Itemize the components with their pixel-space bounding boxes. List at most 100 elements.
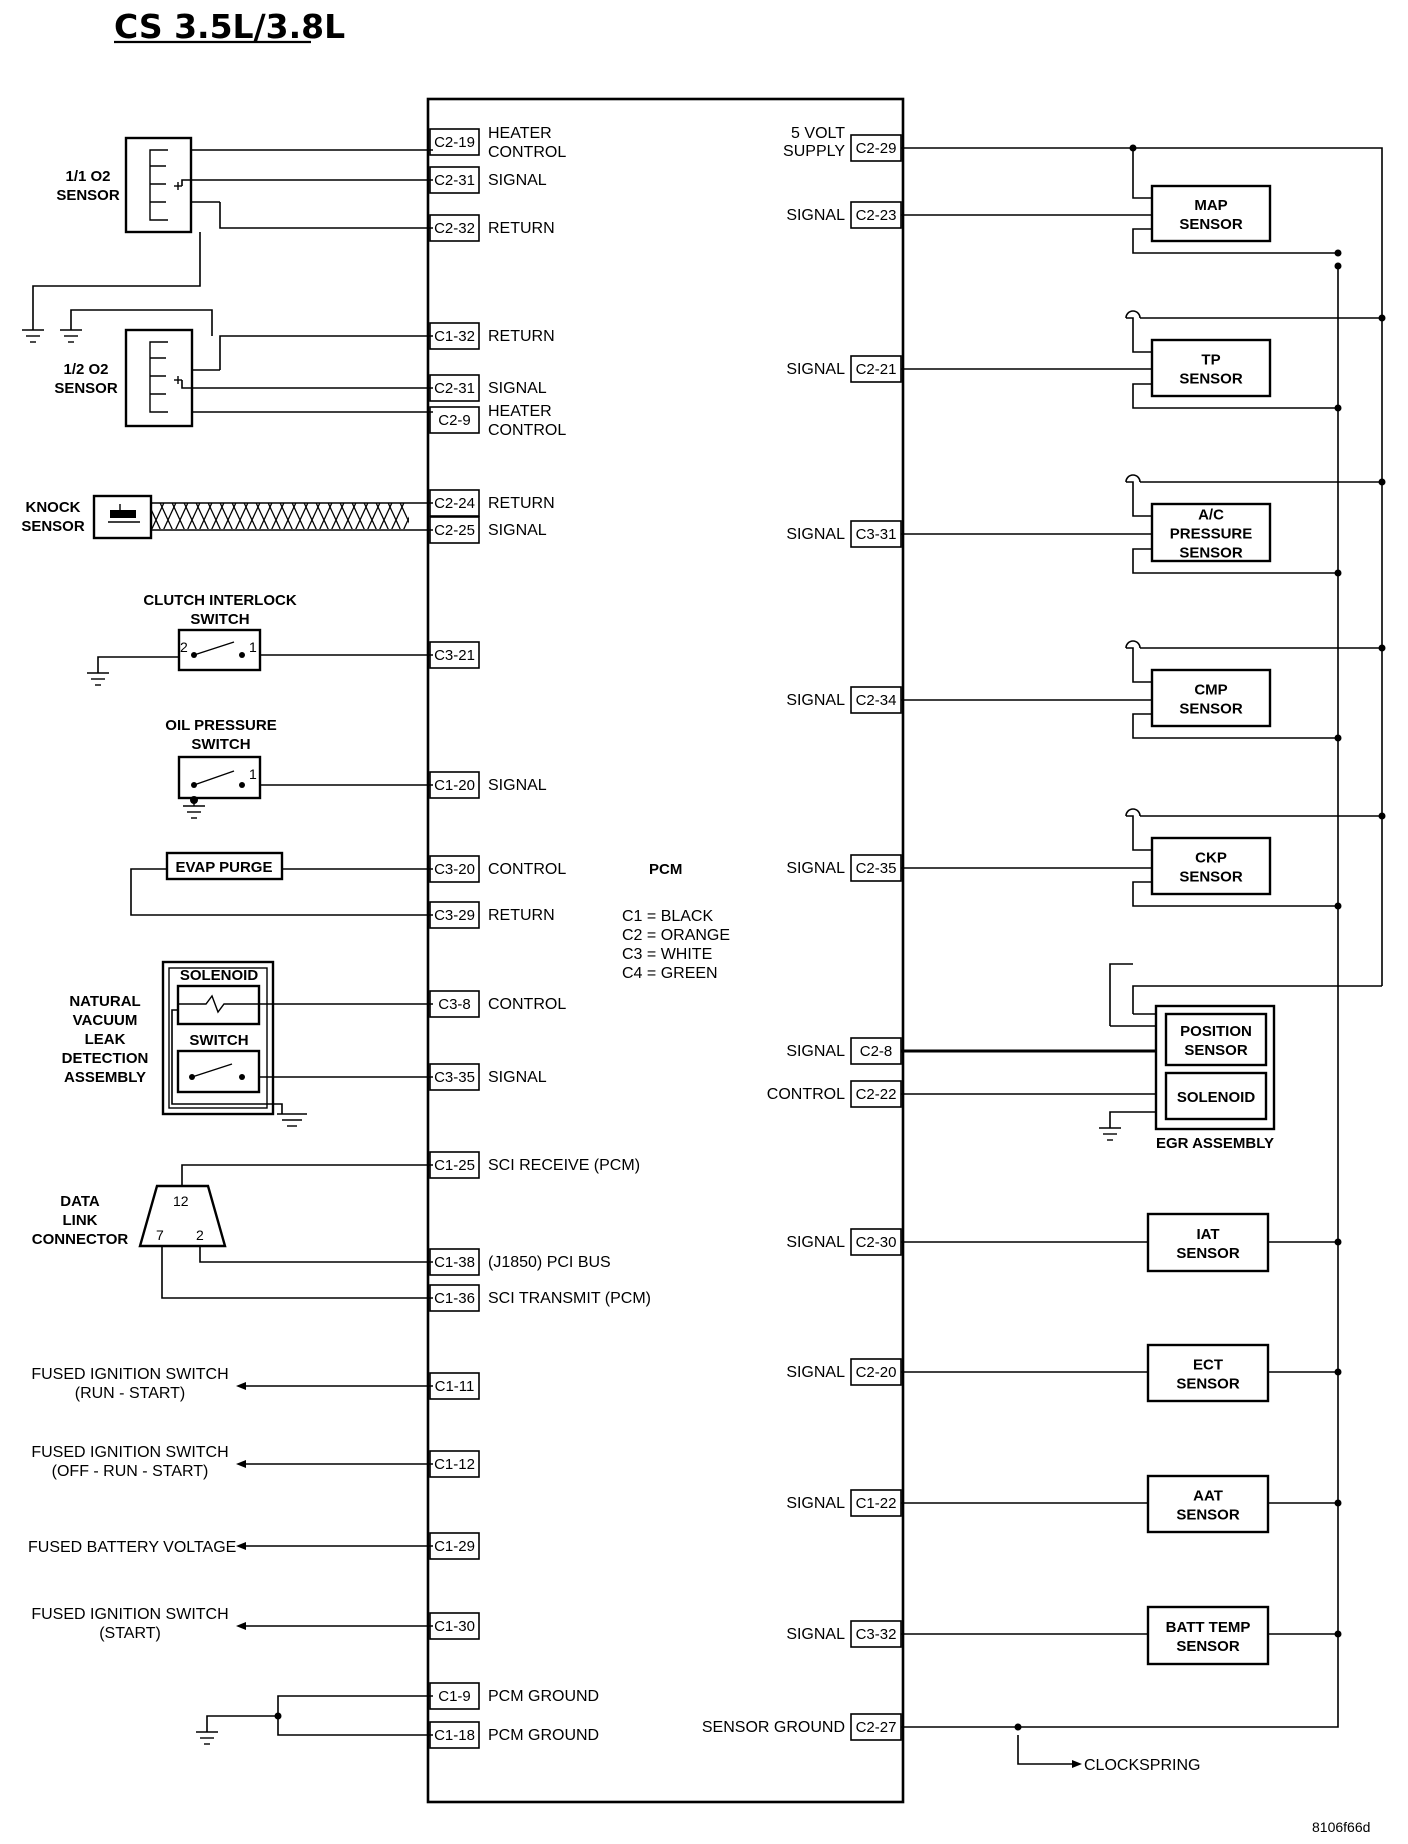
wire bbox=[1132, 985, 1382, 1014]
pcm-pin-box bbox=[850, 1358, 902, 1386]
sensor-label: SENSOR bbox=[1179, 545, 1243, 562]
egr-position-label: POSITION bbox=[1180, 1023, 1252, 1040]
pcm-pin-label: PCM GROUND bbox=[488, 1688, 599, 1705]
pcm-pin-box bbox=[429, 406, 480, 434]
splice-dot bbox=[1378, 314, 1386, 322]
pcm-pin-label: SIGNAL bbox=[488, 172, 547, 189]
dlc-pin-label: 7 bbox=[156, 1227, 164, 1243]
sensor-label: SENSOR bbox=[1176, 1638, 1240, 1655]
svg-text:FUSED IGNITION SWITCH: FUSED IGNITION SWITCH bbox=[31, 1444, 228, 1461]
pcm-pin-id: C3-31 bbox=[856, 526, 897, 543]
arrow-right-icon bbox=[236, 1622, 246, 1630]
wire bbox=[1109, 963, 1133, 1026]
egr-position-sensor-box bbox=[1164, 1012, 1268, 1067]
pcm-pin-id: C1-20 bbox=[434, 777, 475, 794]
splice-dot bbox=[1334, 249, 1342, 257]
pcm-pin-box bbox=[429, 641, 480, 669]
svg-text:(OFF - RUN - START): (OFF - RUN - START) bbox=[52, 1463, 209, 1480]
sensor-label: MAP bbox=[1194, 197, 1227, 214]
sensor-box bbox=[1146, 1212, 1270, 1273]
heater-element-icon bbox=[149, 149, 168, 221]
wire bbox=[1132, 383, 1338, 409]
pcm-pin-id: C2-27 bbox=[856, 1719, 897, 1736]
svg-text:FUSED IGNITION SWITCH: FUSED IGNITION SWITCH bbox=[31, 1366, 228, 1383]
pcm-pin-label: (J1850) PCI BUS bbox=[488, 1254, 611, 1271]
o2-sensor-1-1: 1/1 O2 SENSOR bbox=[56, 136, 193, 234]
sensor-box bbox=[1146, 1605, 1270, 1666]
pcm-pin-id: C1-30 bbox=[434, 1618, 475, 1635]
pcm-pin-box bbox=[429, 1532, 480, 1560]
pcm-pin-box bbox=[850, 686, 902, 714]
pcm-pin-id: C1-29 bbox=[434, 1538, 475, 1555]
sensor-box bbox=[1150, 836, 1272, 896]
right-side-wiring bbox=[901, 144, 1386, 1731]
wire bbox=[1126, 481, 1152, 517]
figure-code: 8106f66d bbox=[1312, 1819, 1370, 1835]
sensor-label: IAT bbox=[1196, 1226, 1219, 1243]
legend-line: C1 = BLACK bbox=[622, 908, 713, 925]
sensor-label: SENSOR bbox=[1179, 216, 1243, 233]
pcm-pin-id: C1-11 bbox=[435, 1378, 475, 1395]
pcm-pin-label: SIGNAL bbox=[786, 207, 845, 224]
sensor-label: BATT TEMP bbox=[1166, 1619, 1251, 1636]
pcm-pin-label: RETURN bbox=[488, 495, 555, 512]
wire bbox=[901, 266, 1339, 1728]
pcm-pin-label: HEATER bbox=[488, 403, 552, 420]
switch-contact-icon bbox=[193, 770, 235, 786]
oil-switch-label: OIL PRESSURE bbox=[165, 717, 276, 734]
egr-assembly-label: EGR ASSEMBLY bbox=[1156, 1135, 1274, 1152]
wire bbox=[171, 1009, 283, 1114]
wire bbox=[161, 1246, 433, 1299]
sensor-label: TP bbox=[1201, 352, 1220, 369]
sensor-box bbox=[1150, 184, 1272, 243]
egr-solenoid-box bbox=[1164, 1071, 1268, 1121]
pcm-pin-label: SIGNAL bbox=[488, 1069, 547, 1086]
pcm-pin-id: C3-32 bbox=[856, 1626, 897, 1643]
power-feed-run-start: FUSED IGNITION SWITCH (RUN - START) bbox=[31, 1366, 433, 1402]
pcm-pin-label: CONTROL bbox=[488, 996, 566, 1013]
sensor-box bbox=[1146, 1474, 1270, 1534]
pcm-pin-id: C2-31 bbox=[434, 172, 475, 189]
right-sensors: MAPSENSORTPSENSORA/CPRESSURESENSORCMPSEN… bbox=[1146, 184, 1272, 1666]
pcm-pin-id: C2-19 bbox=[434, 134, 475, 151]
pcm-pin-label: SIGNAL bbox=[786, 692, 845, 709]
pcm-right-connector-pins: C2-295 VOLTSUPPLYC2-23SIGNALC2-21SIGNALC… bbox=[702, 125, 902, 1741]
legend-line: C4 = GREEN bbox=[622, 965, 718, 982]
pcm-pin-label: 5 VOLT bbox=[791, 125, 845, 142]
power-feed-off-run-start: FUSED IGNITION SWITCH (OFF - RUN - START… bbox=[31, 1444, 433, 1480]
dlc-pin-label: 12 bbox=[173, 1193, 189, 1209]
wire bbox=[1132, 713, 1338, 739]
pcm-pin-label: PCM GROUND bbox=[488, 1727, 599, 1744]
wire-crossover bbox=[1125, 474, 1141, 483]
pcm-pin-id: C2-23 bbox=[856, 207, 897, 224]
pcm-pin-id: C2-24 bbox=[434, 495, 475, 512]
pcm-pin-label: SIGNAL bbox=[488, 777, 547, 794]
ground-icon bbox=[60, 329, 82, 343]
sensor-label: A/C bbox=[1198, 507, 1224, 524]
twisted-pair-wire bbox=[151, 503, 409, 529]
evap-purge-label: EVAP PURGE bbox=[176, 859, 273, 876]
pcm-pin-label: SCI TRANSMIT (PCM) bbox=[488, 1290, 651, 1307]
wire bbox=[277, 1695, 433, 1736]
wire bbox=[181, 380, 433, 389]
pcm-pin-id: C2-34 bbox=[856, 692, 897, 709]
pcm-pin-box bbox=[429, 489, 480, 517]
pcm-pin-id: C2-35 bbox=[856, 860, 897, 877]
dlc-label: CONNECTOR bbox=[32, 1231, 129, 1248]
switch-terminal-label: 2 bbox=[180, 639, 188, 655]
pcm-pin-id: C2-25 bbox=[434, 522, 475, 539]
o2-sensor-label: 1/1 O2 bbox=[65, 168, 110, 185]
evap-purge-body bbox=[165, 851, 284, 881]
sensor-label: ECT bbox=[1193, 1357, 1223, 1374]
pcm-pin-id: C1-38 bbox=[434, 1254, 475, 1271]
heater-element-icon bbox=[149, 341, 168, 413]
nvld-label: VACUUM bbox=[73, 1012, 138, 1029]
wire-crossover bbox=[1125, 640, 1141, 649]
nvld-label: LEAK bbox=[85, 1031, 126, 1048]
o2-sensor-label: 1/2 O2 bbox=[63, 361, 108, 378]
